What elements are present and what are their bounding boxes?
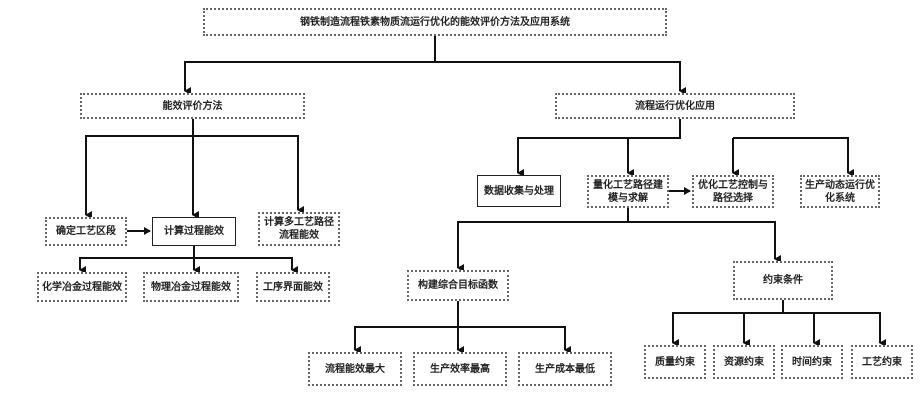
arrow: [185, 36, 435, 91]
constraint-item: 质量约束: [644, 345, 706, 379]
title-box: 钢铁制造流程铁素物质流运行优化的能效评价方法及应用系统: [203, 8, 667, 36]
calc-multi-route-box: 计算多工艺路径流程能效: [258, 212, 340, 246]
arrow: [628, 222, 775, 259]
objective-item: 生产成本最低: [518, 352, 612, 386]
arrow: [783, 313, 880, 343]
objective-item: 生产效率最高: [413, 352, 507, 386]
objective-item: 流程能效最大: [308, 352, 402, 386]
objective-function-box: 构建综合目标函数: [407, 270, 509, 301]
arrow: [783, 313, 814, 343]
determine-section-box: 确定工艺区段: [45, 217, 127, 246]
route-modeling-box: 量化工艺路径建模与求解: [587, 175, 669, 208]
energy-eval-method-box: 能效评价方法: [80, 93, 305, 119]
arrow: [458, 327, 565, 350]
arrow: [435, 62, 680, 91]
data-collection-box: 数据收集与处理: [477, 175, 561, 207]
constraint-item: 时间约束: [781, 345, 843, 379]
chemical-metallurgy-box: 化学冶金过程能效: [37, 272, 127, 302]
arrow: [355, 301, 458, 350]
physical-metallurgy-box: 物理冶金过程能效: [143, 272, 239, 302]
constraint-item: 资源约束: [713, 345, 775, 379]
control-route-selection-box: 优化工艺控制与路径选择: [692, 175, 774, 208]
arrow: [673, 300, 783, 343]
arrow: [86, 119, 193, 215]
process-optimization-box: 流程运行优化应用: [555, 93, 795, 119]
interface-efficiency-box: 工序界面能效: [256, 272, 330, 302]
constraints-box: 约束条件: [733, 261, 833, 300]
constraint-item: 工艺约束: [851, 345, 913, 379]
calc-process-efficiency-box: 计算过程能效: [152, 217, 236, 246]
arrow: [193, 136, 298, 210]
arrow: [518, 119, 680, 173]
arrow: [194, 258, 292, 270]
arrow: [80, 246, 194, 270]
arrow: [733, 138, 848, 173]
arrow: [458, 208, 628, 268]
dynamic-optimization-box: 生产动态运行优化系统: [800, 175, 880, 208]
